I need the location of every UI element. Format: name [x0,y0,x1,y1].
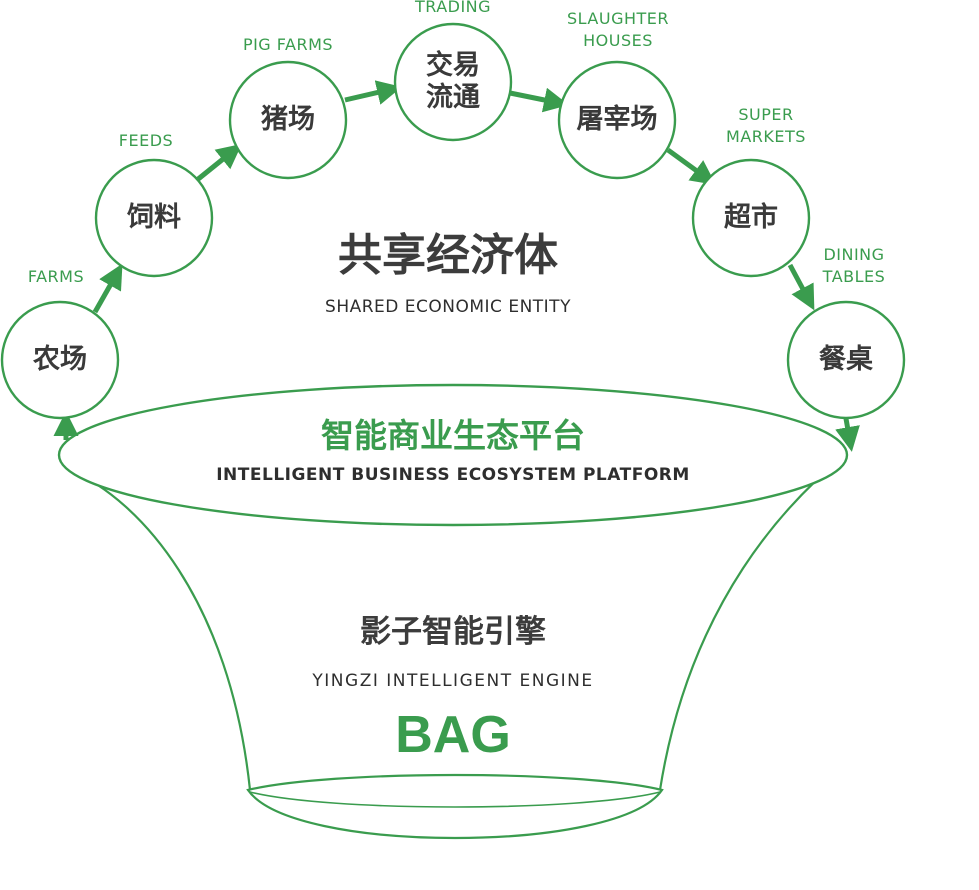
arrow-trading-to-slaughter [509,87,569,113]
connector-arrows [53,80,860,452]
node-circle-farms [0,300,120,420]
node-slaughter-houses-cn: 屠宰场 [576,104,658,135]
center-title-cn: 共享经济体 [338,230,558,281]
arrow-pigfarms-to-trading [344,80,402,105]
node-circle-feeds [94,158,214,278]
arrow-supermarkets-to-dining [787,263,815,311]
node-circle-supermarkets [691,158,811,278]
center-title-en: SHARED ECONOMIC ENTITY [325,297,571,317]
arrow-feeds-to-pigfarms [195,143,242,182]
engine-brand: BAG [395,706,511,764]
platform-ellipse [57,383,849,527]
node-dining-tables-en: DINING TABLES [822,245,886,286]
node-circle-dining-tables [786,300,906,420]
arrow-slaughter-to-supermarkets [666,147,717,185]
arrow-farms-to-feeds [92,263,123,314]
node-circle-slaughter-houses [557,60,677,180]
node-feeds-cn: 饲料 [127,202,181,233]
node-circle-trading [393,22,513,142]
engine-title-cn: 影子智能引擎 [360,614,546,650]
engine-title-en: YINGZI INTELLIGENT ENGINE [312,671,594,691]
node-farms-cn: 农场 [33,344,87,375]
node-supermarkets-cn: 超市 [724,202,778,233]
platform-title-en: INTELLIGENT BUSINESS ECOSYSTEM PLATFORM [216,465,690,485]
node-trading-cn: 交易 流通 [426,50,480,113]
node-circles [0,22,906,420]
node-circle-pig-farms [228,60,348,180]
node-farms-en: FARMS [27,267,85,286]
node-pig-farms-cn: 猪场 [261,104,315,135]
node-dining-tables-cn: 餐桌 [819,344,873,375]
node-pig-farms-en: PIG FARMS [242,35,334,54]
node-feeds-en: FEEDS [118,131,174,150]
basket-left-side [69,468,252,791]
basket-bottom-inner [249,791,661,808]
node-slaughter-houses-en: SLAUGHTER HOUSES [566,9,670,50]
node-supermarkets-en: SUPER MARKETS [726,105,806,146]
node-trading-en: TRADING [414,0,492,16]
platform-title-cn: 智能商业生态平台 [321,416,585,455]
